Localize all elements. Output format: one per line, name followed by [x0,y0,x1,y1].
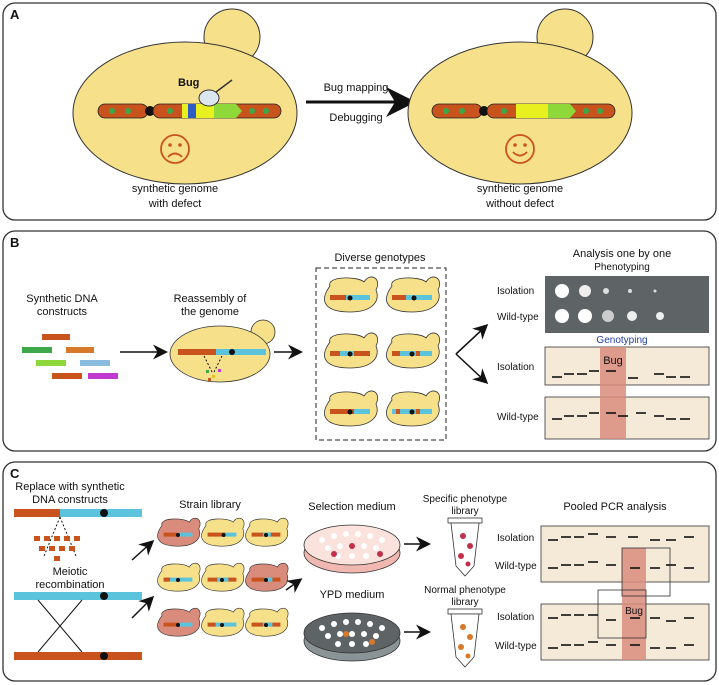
arrow-c3 [285,578,303,594]
pooled-pcr-label: Pooled PCR analysis [563,501,667,513]
chromosome-arm-left [97,103,149,119]
constructs-label-2: constructs [37,306,88,318]
diverse-genotypes-box [315,267,447,441]
right-caption-2: without defect [485,198,554,210]
reassembly-cell [169,319,276,383]
panel-a-label: A [10,7,20,22]
specific-library-label-1: Specific phenotype [423,494,508,505]
specific-tube-icon [447,517,483,577]
arrow-label-top: Bug mapping [324,82,389,94]
replace-label-1: Replace with synthetic [15,481,125,493]
arrow-c1 [131,539,155,561]
genotype-isolation-label: Isolation [497,362,534,373]
ypd-plate [303,612,401,662]
normal-library-label-1: Normal phenotype [424,585,506,596]
happy-face-icon [505,134,535,164]
normal-library-label-2: library [451,597,478,608]
bug-label: Bug [178,77,199,89]
replacement-chromosome [14,509,142,561]
panel-a: A Bug [2,2,717,221]
bug-region [600,347,626,439]
replace-label-2: DNA constructs [32,494,108,506]
strain-library-cells [157,517,289,637]
centromere [145,106,155,116]
genotype-wildtype-label: Wild-type [497,412,539,423]
normal-tube-icon [447,608,483,668]
left-caption-2: with defect [148,198,202,210]
pooled-isolation-label-1: Isolation [497,533,534,544]
right-caption-1: synthetic genome [477,183,563,195]
phenotype-wildtype-label: Wild-type [497,312,539,323]
meiotic-chromosomes [14,592,142,660]
pooled-bug-label: Bug [625,606,643,617]
phenotyping-label: Phenotyping [594,262,650,273]
genotyping-label: Genotyping [596,335,647,346]
genotype-bug-label: Bug [603,355,623,367]
arrow-label-bottom: Debugging [329,112,382,124]
panel-c-label: C [10,466,20,481]
ypd-medium-label: YPD medium [320,589,385,601]
diverse-cells [324,276,441,427]
reassembly-label-2: the genome [181,306,239,318]
left-caption-1: synthetic genome [132,183,218,195]
selection-plate [303,524,401,574]
panel-c: C Replace with synthetic DNA constructs … [2,461,717,682]
genotyping-panel: Bug [544,346,710,440]
pooled-pcr-panel: Bug [540,525,710,661]
pooled-isolation-label-2: Isolation [497,612,534,623]
arrow-c2 [131,595,155,619]
pooled-bug-region [622,548,646,660]
sad-face-icon [160,134,190,164]
specific-library-label-2: library [451,506,478,517]
magnifier-icon [198,79,233,107]
analysis-label: Analysis one by one [573,248,671,260]
meiotic-label-2: recombination [35,579,104,591]
pooled-wildtype-label-2: Wild-type [495,641,537,652]
strain-library-label: Strain library [179,499,241,511]
selection-medium-label: Selection medium [308,501,395,513]
yeast-cell-defect: Bug [72,8,298,185]
panel-b: B Synthetic DNA constructs Reassembly of… [2,230,717,452]
pooled-wildtype-label-1: Wild-type [495,561,537,572]
constructs-label-1: Synthetic DNA [26,293,98,305]
yeast-cell-fixed [407,8,633,185]
dna-construct-fragments [22,334,118,379]
phenotype-isolation-label: Isolation [497,286,534,297]
meiotic-label-1: Meiotic [53,566,88,578]
panel-b-label: B [10,235,19,250]
diverse-genotypes-label: Diverse genotypes [334,252,426,264]
reassembly-label-1: Reassembly of [174,293,248,305]
phenotyping-plate [545,276,709,333]
